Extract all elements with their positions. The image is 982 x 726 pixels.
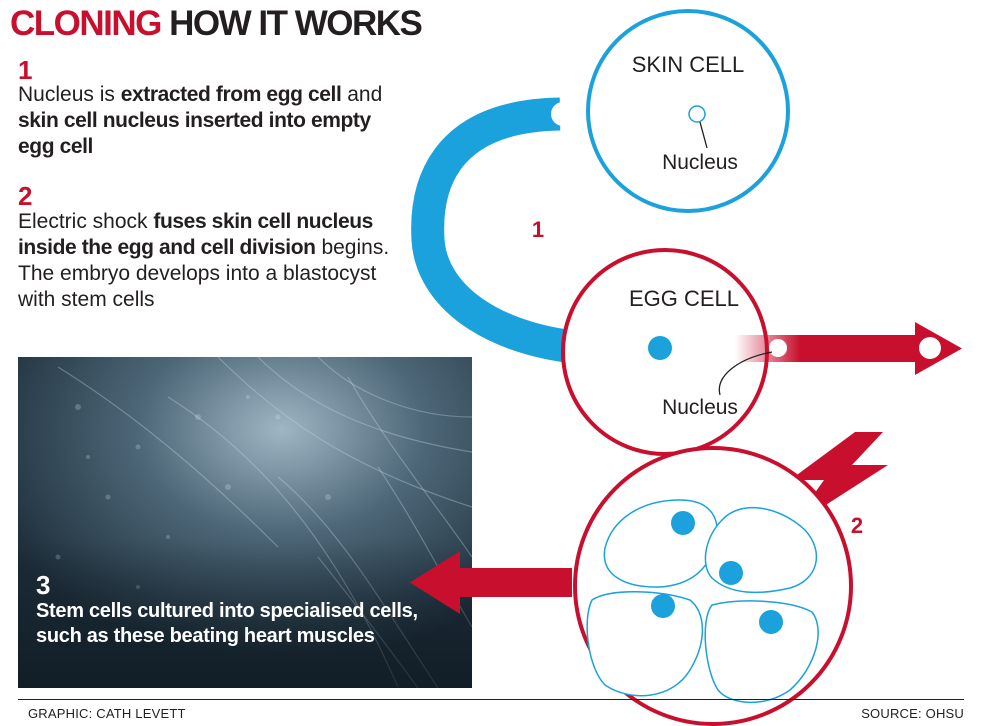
egg-cell-label: EGG CELL — [629, 286, 739, 311]
egg-nucleus-pointer — [718, 351, 773, 396]
title-rest: HOW IT WORKS — [169, 4, 423, 43]
step-3-caption: 3 Stem cells cultured into specialised c… — [36, 571, 456, 649]
daughter-cell — [586, 591, 704, 697]
egg-nucleus-label: Nucleus — [662, 396, 738, 419]
step-1-part-d: skin cell nucleus inserted into empty eg… — [18, 109, 371, 158]
stem-cell-photo — [18, 357, 472, 688]
step-3-text: Stem cells cultured into specialised cel… — [36, 600, 418, 647]
page-title: CLONING HOW IT WORKS — [10, 4, 423, 44]
cell-nucleus — [719, 561, 743, 585]
step-2-part-b: fuses skin cell nucleus inside the egg a… — [18, 210, 373, 259]
step-1-part-c: and — [341, 83, 383, 106]
source-credit: SOURCE: OHSU — [861, 706, 964, 721]
dividing-cell — [573, 446, 853, 726]
step-2-part-a: Electric shock — [18, 210, 154, 233]
left-arrow — [410, 551, 572, 614]
step-1-text: Nucleus is extracted from egg cell and s… — [18, 82, 398, 160]
cell-nucleus — [671, 511, 695, 535]
footer-rule — [18, 699, 964, 700]
title-highlight: CLONING — [10, 4, 162, 43]
step-3-number: 3 — [36, 570, 51, 600]
daughter-cell — [704, 600, 819, 704]
straight-arrow — [735, 322, 962, 375]
cell-nucleus — [759, 610, 783, 634]
arrow-2-label: 2 — [851, 513, 863, 538]
skin-nucleus-label: Nucleus — [662, 151, 738, 174]
cell-nucleus — [651, 594, 675, 618]
step-1-part-a: Nucleus is — [18, 83, 121, 106]
step-1-part-b: extracted from egg cell — [120, 83, 342, 106]
step-2-text: Electric shock fuses skin cell nucleus i… — [18, 209, 393, 313]
skin-cell-label: SKIN CELL — [632, 52, 745, 77]
inserted-nucleus — [648, 336, 672, 360]
step-2-number: 2 — [18, 181, 33, 211]
skin-nucleus-pointer — [699, 121, 708, 149]
step-1-number: 1 — [18, 55, 33, 85]
step-2-part-c: begins. The embryo develops into a blast… — [18, 236, 390, 311]
skin-cell-nucleus — [688, 105, 706, 123]
arrow-1-label: 1 — [532, 217, 544, 242]
graphic-credit: GRAPHIC: CATH LEVETT — [28, 706, 186, 721]
